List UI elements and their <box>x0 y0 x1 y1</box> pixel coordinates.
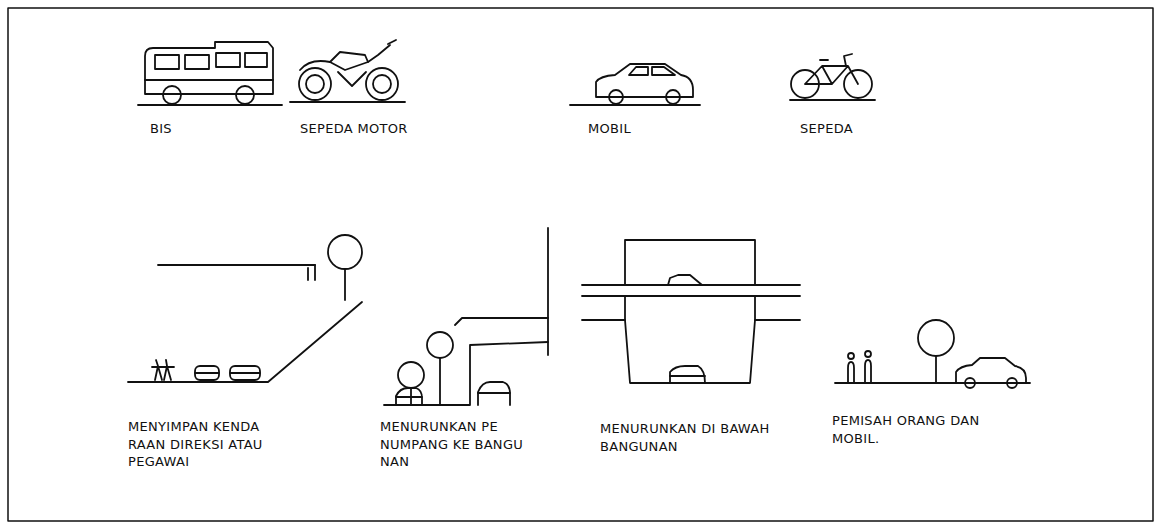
vehicle-label: MOBIL <box>588 120 688 138</box>
underground-scene <box>582 240 800 383</box>
bus-sketch <box>138 42 282 105</box>
vehicle-label: SEPEDA <box>800 120 900 138</box>
vehicle-label: SEPEDA MOTOR <box>300 120 460 138</box>
bicycle-sketch <box>790 54 875 100</box>
scene-caption: MENYIMPAN KENDA RAAN DIREKSI ATAU PEGAWA… <box>128 418 278 471</box>
separation-scene <box>835 320 1030 388</box>
motorcycle-sketch <box>290 40 405 102</box>
scene-caption: PEMISAH ORANG DAN MOBIL. <box>832 412 982 447</box>
car-sketch <box>570 64 700 105</box>
frame <box>8 8 1153 521</box>
vehicle-label: BIS <box>150 120 270 138</box>
dropoff-scene <box>384 228 548 405</box>
scene-caption: MENURUNKAN PE NUMPANG KE BANGU NAN <box>380 418 525 471</box>
scene-caption: MENURUNKAN DI BAWAH BANGUNAN <box>600 420 770 455</box>
parking-scene <box>128 235 362 382</box>
